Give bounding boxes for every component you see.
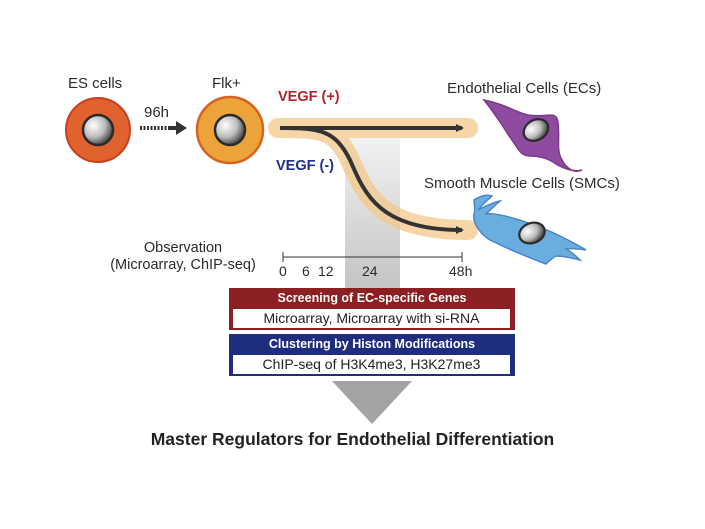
endothelial-cell-icon <box>482 98 583 172</box>
timeline-tick-0: 0 <box>279 263 287 279</box>
observation-label: Observation (Microarray, ChIP-seq) <box>88 240 278 274</box>
timeline-tick-24: 24 <box>362 263 378 279</box>
step-screening-title: Screening of EC-specific Genes <box>277 291 467 305</box>
transition-arrow-icon <box>140 121 187 135</box>
result-title: Master Regulators for Endothelial Differ… <box>150 429 555 449</box>
timeline-tick-12: 12 <box>318 263 334 279</box>
result-arrow-icon <box>332 381 412 424</box>
observation-methods: (Microarray, ChIP-seq) <box>110 257 256 273</box>
flk-cells-label: Flk+ <box>212 75 241 92</box>
es-cell-icon <box>65 97 131 163</box>
transition-time-label: 96h <box>144 104 170 121</box>
step-clustering-detail: ChIP-seq of H3K4me3, H3K27me3 <box>233 355 510 374</box>
endothelial-cells-label: Endothelial Cells (ECs) <box>447 80 602 97</box>
flk-cell-icon <box>195 95 265 165</box>
vegf-plus-label: VEGF (+) <box>278 89 340 105</box>
vegf-minus-label: VEGF (-) <box>276 158 334 174</box>
pathway-arrows <box>279 124 464 234</box>
smooth-muscle-cells-label: Smooth Muscle Cells (SMCs) <box>424 175 620 192</box>
timeline-axis <box>282 252 463 262</box>
timeline-tick-6: 6 <box>302 263 310 279</box>
smooth-muscle-cell-icon <box>472 194 587 265</box>
timeline-tick-48h: 48h <box>449 263 473 279</box>
step-clustering-title: Clustering by Histon Modifications <box>268 337 476 351</box>
observation-title: Observation <box>143 240 223 256</box>
step-screening-detail: Microarray, Microarray with si-RNA <box>233 309 510 328</box>
es-cells-label: ES cells <box>68 75 123 92</box>
